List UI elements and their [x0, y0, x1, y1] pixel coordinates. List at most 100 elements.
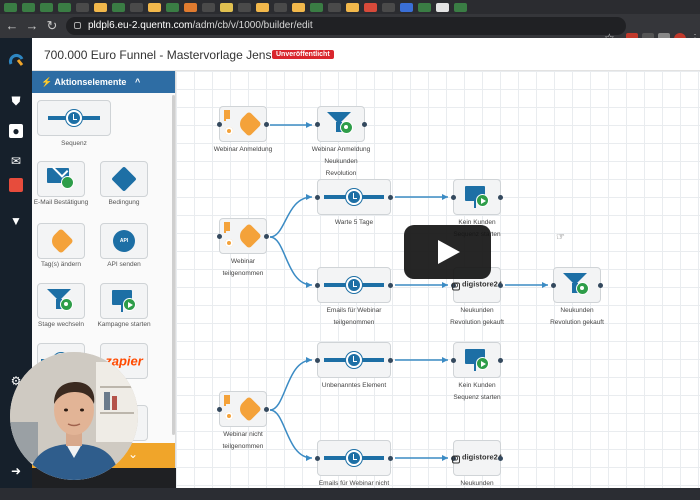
tag-icon: [235, 111, 262, 137]
browser-tab-favicon-icon[interactable]: [202, 2, 215, 12]
browser-tab-favicon-icon[interactable]: [238, 2, 251, 12]
node-label: Neukunden: [324, 158, 358, 165]
os-taskbar: [0, 488, 700, 500]
logout-icon[interactable]: ➜: [10, 464, 22, 478]
palette-item-label: Sequenz: [61, 140, 87, 147]
node-label: Emails für Webinar nicht: [318, 480, 390, 487]
browser-tab-favicon-icon[interactable]: [22, 2, 35, 12]
reload-icon[interactable]: ↻: [46, 18, 58, 33]
browser-tab-favicon-icon[interactable]: [292, 2, 305, 12]
lightning-icon: ⚡: [41, 77, 53, 87]
palette-scrollbar[interactable]: [172, 95, 175, 435]
node-label: teilgenommen: [222, 443, 264, 450]
browser-tab-favicon-icon[interactable]: [382, 2, 395, 12]
browser-tab-favicon-icon[interactable]: [40, 2, 53, 12]
palette-item-sequenz[interactable]: [37, 100, 111, 136]
email-confirm-icon: [47, 168, 75, 190]
palette-item-stage[interactable]: [37, 283, 85, 319]
builder-header: 700.000 Euro Funnel - Mastervorlage Jens…: [32, 38, 700, 71]
node-campaign-kein-kunden-2[interactable]: [451, 342, 503, 378]
node-label: Emails für Webinar: [326, 307, 382, 314]
node-label: Webinar Anmeldung: [311, 146, 371, 153]
node-label: Revolution: [325, 170, 357, 177]
browser-tab-favicon-icon[interactable]: [220, 2, 233, 12]
browser-tab-favicon-icon[interactable]: [166, 2, 179, 12]
node-timer-unbenannt[interactable]: [315, 342, 393, 378]
node-label: Webinar Anmeldung: [213, 146, 273, 153]
browser-tab-strip[interactable]: [0, 0, 700, 14]
node-timer-emails-webinar[interactable]: [315, 267, 393, 303]
browser-tab-favicon-icon[interactable]: [76, 2, 89, 12]
node-tag-webinar-anmeldung[interactable]: [217, 106, 269, 142]
browser-tab-favicon-icon[interactable]: [346, 2, 359, 12]
zapier-icon: zapier: [105, 353, 143, 369]
palette-item-label: E-Mail Bestätigung: [33, 199, 89, 206]
video-play-button[interactable]: [404, 225, 491, 279]
node-label: Webinar: [230, 258, 256, 265]
api-gear-icon: API: [113, 230, 135, 252]
palette-item-label: Tag(s) ändern: [40, 261, 82, 268]
browser-tab-favicon-icon[interactable]: [418, 2, 431, 12]
arrowhead: [442, 282, 448, 288]
browser-tab-favicon-icon[interactable]: [400, 2, 413, 12]
condition-diamond-icon: [111, 166, 137, 192]
palette-item-api[interactable]: API: [100, 223, 148, 259]
node-timer-warte-5-tage[interactable]: [315, 179, 393, 215]
browser-tab-favicon-icon[interactable]: [112, 2, 125, 12]
node-campaign-kein-kunden[interactable]: [451, 179, 503, 215]
forward-arrow-icon[interactable]: →: [25, 18, 39, 33]
node-tag-webinar-nicht[interactable]: [217, 391, 269, 427]
browser-tab-favicon-icon[interactable]: [274, 2, 287, 12]
browser-tab-favicon-icon[interactable]: [184, 2, 197, 12]
status-badge: Unveröffentlicht: [272, 50, 334, 59]
filter-icon[interactable]: ▼: [10, 214, 22, 228]
browser-tab-favicon-icon[interactable]: [58, 2, 71, 12]
browser-tab-favicon-icon[interactable]: [364, 2, 377, 12]
node-stage-revolution-gekauft[interactable]: [551, 267, 603, 303]
node-label: teilgenommen: [333, 319, 375, 326]
browser-tab-favicon-icon[interactable]: [4, 2, 17, 12]
email-icon[interactable]: ✉: [10, 154, 22, 168]
timer-icon: [48, 110, 100, 126]
timer-icon: [324, 277, 384, 293]
browser-tab-favicon-icon[interactable]: [310, 2, 323, 12]
browser-tab-favicon-icon[interactable]: [94, 2, 107, 12]
funnel-title[interactable]: 700.000 Euro Funnel - Mastervorlage Jens: [44, 48, 272, 62]
node-tag-webinar-teilgenommen[interactable]: [217, 218, 269, 254]
tag-dot-icon: [225, 239, 233, 247]
timer-icon: [324, 189, 384, 205]
palette-header[interactable]: ⚡ Aktionselemente ^: [32, 71, 175, 93]
contacts-icon[interactable]: ●: [9, 124, 23, 138]
palette-item-condition[interactable]: [100, 161, 148, 197]
palette-item-tags[interactable]: [37, 223, 85, 259]
campaign-icon[interactable]: [9, 178, 23, 192]
arrowhead: [306, 455, 312, 461]
browser-tab-favicon-icon[interactable]: [328, 2, 341, 12]
node-label: Neukunden: [560, 307, 594, 314]
browser-tab-favicon-icon[interactable]: [148, 2, 161, 12]
node-label: Neukunden: [460, 307, 494, 314]
chevron-down-icon: ⌄: [128, 447, 139, 461]
node-stage-neukunden[interactable]: [315, 106, 367, 142]
funnel-icon: [563, 273, 591, 297]
settings-gear-icon[interactable]: ⚙: [10, 374, 22, 388]
funnel-builder-icon[interactable]: ⛊: [11, 94, 21, 108]
quentn-logo-icon[interactable]: [7, 50, 25, 68]
node-label: teilgenommen: [222, 270, 264, 277]
builder-canvas[interactable]: Webinar Anmeldung Webinar Anmeldung Neuk…: [176, 71, 700, 500]
browser-tab-favicon-icon[interactable]: [436, 2, 449, 12]
browser-tab-favicon-icon[interactable]: [454, 2, 467, 12]
timer-icon: [324, 450, 384, 466]
address-bar[interactable]: pldpl6.eu-2.quentn.com/adm/cb/v/1000/bui…: [66, 17, 626, 35]
palette-item-campaign[interactable]: [100, 283, 148, 319]
node-label: Kein Kunden: [458, 382, 496, 389]
browser-tab-favicon-icon[interactable]: [256, 2, 269, 12]
node-timer-emails-nicht[interactable]: [315, 440, 393, 476]
back-arrow-icon[interactable]: ←: [5, 18, 19, 33]
palette-item-email-confirm[interactable]: [37, 161, 85, 197]
palette-item-label: Kampagne starten: [97, 321, 151, 328]
browser-tab-favicon-icon[interactable]: [130, 2, 143, 12]
